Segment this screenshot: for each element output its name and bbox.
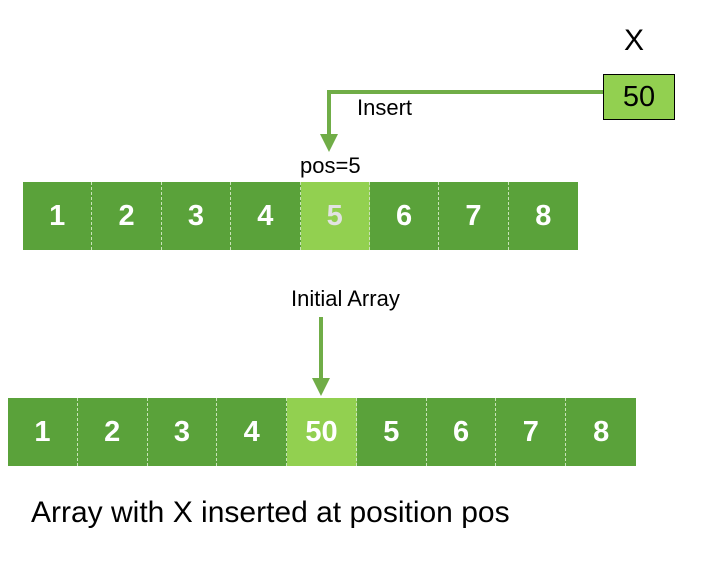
initial-array-cell: 8	[535, 199, 552, 232]
result-array-cell: 7	[496, 398, 567, 466]
initial-array-cell: 4	[231, 182, 301, 250]
result-arrow-head	[312, 378, 330, 396]
initial-array-cell: 3	[162, 182, 232, 250]
initial-array-cell: 6	[370, 182, 440, 250]
initial-array-cell: 7	[439, 182, 509, 250]
initial-array-cell: 5	[300, 182, 370, 250]
result-array-cell: 5	[357, 398, 427, 466]
x-label: X	[624, 24, 645, 57]
initial-array-label: Initial Array	[291, 286, 400, 311]
result-array-cell: 6	[427, 398, 497, 466]
result-array-cell: 50	[287, 398, 357, 466]
caption: Array with X inserted at position pos	[31, 496, 510, 529]
insert-label: Insert	[357, 95, 413, 120]
pos-label: pos=5	[300, 153, 361, 178]
initial-array-cell: 2	[92, 182, 162, 250]
insert-arrow-line	[327, 90, 603, 136]
result-array-cell: 3	[148, 398, 218, 466]
initial-array-cell: 1	[23, 182, 93, 250]
insert-arrow	[320, 90, 603, 152]
result-arrow	[312, 317, 330, 396]
result-array-cell: 2	[78, 398, 148, 466]
result-array-cell: 1	[8, 398, 78, 466]
result-array-cell: 8	[593, 415, 610, 448]
insert-arrow-head	[320, 134, 338, 152]
x-value-box: 50	[603, 74, 675, 120]
result-array-cell: 4	[217, 398, 288, 466]
